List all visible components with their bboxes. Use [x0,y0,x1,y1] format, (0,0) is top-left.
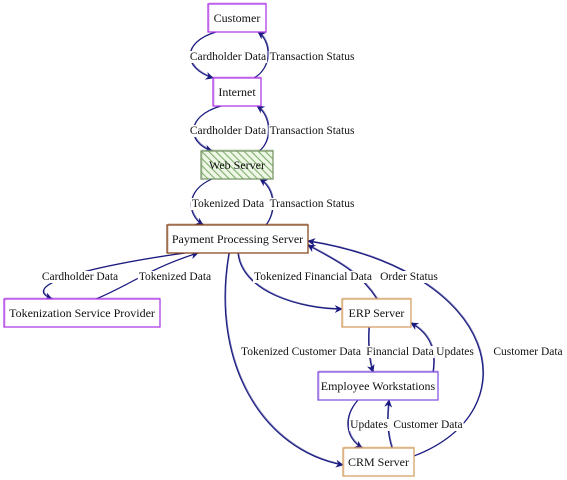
node-crm-server: CRM Server [342,446,415,477]
edge-label: Order Status [379,271,440,283]
node-label: Tokenization Service Provider [9,306,155,320]
edge-label-text: Updates [436,346,474,358]
node-internet: Internet [212,76,262,107]
edge-label: Financial Data [365,346,435,358]
edge-label-text: Customer Data [493,346,562,358]
node-label: Customer [214,11,261,25]
node-employee-ws: Employee Workstations [317,370,439,401]
node-erp-server: ERP Server [341,297,412,328]
edge-label-text: Cardholder Data [42,271,118,283]
edge-label: Cardholder Data [188,51,268,63]
node-label: Internet [218,85,256,99]
edge-label-text: Updates [350,419,388,431]
node-tokenization: Tokenization Service Provider [3,297,161,328]
node-label: ERP Server [349,306,405,320]
edge-label-text: Cardholder Data [190,125,266,137]
edge-label: Transaction Status [268,51,356,63]
node-web-server: Web Server [200,149,274,180]
edge-label-text: Tokenized Financial Data [254,271,372,283]
edge-label-text: Tokenized Customer Data [241,346,361,358]
edge-label-text: Transaction Status [270,198,355,210]
edge-label: Tokenized Financial Data [253,271,373,283]
edge-label-text: Customer Data [393,419,462,431]
edge-employee-ws-to-erp-server [410,322,435,373]
edge-label: Customer Data [392,419,464,431]
edge-label-text: Financial Data [366,346,433,358]
edge-crm-server-to-payment-server [307,238,484,457]
edge-label-text: Transaction Status [270,125,355,137]
edge-label: Transaction Status [268,198,356,210]
edge-label-text: Tokenized Data [139,271,211,283]
edge-label: Updates [435,346,476,358]
edge-label-text: Order Status [380,271,438,283]
edge-label-text: Tokenized Data [192,198,264,210]
node-payment-server: Payment Processing Server [166,223,309,254]
edge-label-text: Transaction Status [270,51,355,63]
edge-payment-server-to-crm-server [224,252,345,468]
node-label: CRM Server [348,455,409,469]
edge-label: Customer Data [492,346,564,358]
edge-label: Updates [349,419,390,431]
edge-label: Cardholder Data [188,125,268,137]
node-label: Payment Processing Server [172,232,303,246]
edge-label: Transaction Status [268,125,356,137]
edge-employee-ws-to-crm-server [347,399,364,449]
edge-erp-server-to-payment-server [307,244,379,300]
node-label: Employee Workstations [321,379,436,393]
edge-label: Tokenized Customer Data [240,346,362,358]
node-label: Web Server [209,158,265,172]
edge-label: Tokenized Data [137,271,213,283]
edge-label: Tokenized Data [190,198,266,210]
edge-label-text: Cardholder Data [190,51,266,63]
node-customer: Customer [207,2,267,33]
edge-label: Cardholder Data [40,271,120,283]
